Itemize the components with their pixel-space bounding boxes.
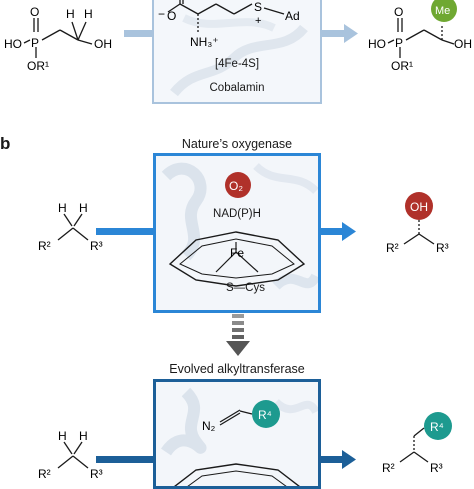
sulfur-atom: S: [254, 0, 262, 14]
alkyltransferase-box: N₂ R⁴: [153, 379, 321, 489]
substrate-hydrogen-a: H: [58, 201, 67, 215]
methyl-badge-label: Me: [435, 5, 450, 17]
evolution-arrow: [226, 314, 250, 356]
substrate-r3: R³: [90, 239, 103, 253]
bottom-substrate-hydrogen-a: H: [58, 429, 67, 443]
cysteine-ligand: S—Cys: [226, 282, 265, 294]
oxygenase-box: O₂ NAD(P)H Fe S—Cys: [153, 153, 321, 313]
bottom-arrow-in: [96, 456, 154, 463]
oxygenase-title: Nature’s oxygenase: [181, 137, 293, 151]
cofactor-label: Cobalamin: [209, 82, 265, 94]
alkyltransferase-title: Evolved alkyltransferase: [169, 362, 305, 376]
top-enzyme-watermark: [170, 14, 308, 97]
methyl-badge: [431, 0, 457, 22]
middle-arrow-out: [320, 222, 356, 241]
sulfonium-charge: +: [255, 15, 261, 27]
phosphoryl-oxygen: O: [30, 5, 39, 19]
carboxyl-oxygen: O: [167, 9, 176, 23]
middle-arrow-in: [96, 228, 154, 235]
product-phosphorus-atom: P: [395, 36, 403, 50]
porphyrin-heme: Fe: [168, 231, 306, 287]
product-r2: R²: [386, 241, 399, 255]
hydroxyl-badge-label: OH: [410, 200, 428, 214]
charge-minus: −: [158, 7, 165, 21]
amine-group: NH₃⁺: [190, 35, 219, 49]
bottom-substrate-hydrogen-b: H: [79, 429, 88, 443]
sam-structure: − O S + Ad NH₃⁺: [158, 0, 300, 49]
product-ester-label: OR¹: [391, 59, 413, 73]
phosphorus-atom: P: [31, 36, 39, 50]
carbene-badge-label: R⁴: [258, 408, 272, 422]
hydrogen-a: H: [66, 7, 75, 21]
diazo-prefix: N₂: [202, 419, 216, 433]
oxygen-badge: O₂: [225, 172, 251, 198]
top-enzyme-box: − O S + Ad NH₃⁺ [4Fe-4S] Cobalamin: [152, 0, 322, 104]
alkyl-badge: [424, 412, 452, 440]
top-arrow-out: [322, 24, 358, 43]
alcohol-label: OH: [94, 37, 112, 51]
nadph-label: NAD(P)H: [213, 208, 261, 220]
alkyl-badge-label: R⁴: [430, 420, 444, 434]
carbene-badge: [252, 400, 280, 428]
panel-label-b: b: [0, 134, 11, 153]
alkyltransferase-protein-watermark: [161, 387, 318, 456]
bottom-substrate-r2: R²: [38, 467, 51, 481]
middle-substrate: H H R² R³: [38, 201, 103, 253]
top-product-molecule: Me O HO P OR¹ OH: [368, 0, 472, 73]
bottom-porphyrin: [174, 463, 300, 486]
top-arrow-in: [124, 30, 154, 37]
product-alcohol-label: OH: [454, 37, 472, 51]
adenosyl-group: Ad: [285, 9, 300, 23]
iron-atom: Fe: [230, 246, 244, 260]
bottom-substrate-r3: R³: [90, 467, 103, 481]
bottom-product: R⁴ R² R³: [382, 412, 452, 474]
product-phosphoryl-oxygen: O: [394, 5, 403, 19]
substrate-r2: R²: [38, 239, 51, 253]
product-hydroxyl-label: HO: [368, 37, 386, 51]
oxygen-badge-label: O₂: [229, 179, 243, 193]
oxygenase-protein-watermark: [161, 162, 318, 290]
substrate-hydrogen-b: H: [79, 201, 88, 215]
bottom-product-r2: R²: [382, 461, 395, 474]
middle-product: OH R² R³: [386, 192, 449, 255]
bottom-arrow-out: [320, 450, 356, 469]
diazo-carbene: N₂ R⁴: [202, 400, 280, 433]
hydrogen-b: H: [84, 7, 93, 21]
bottom-product-r3: R³: [430, 461, 443, 474]
ester-label: OR¹: [27, 59, 49, 73]
top-substrate-molecule: O HO P OR¹ H H OH: [4, 5, 112, 73]
hydroxyl-label: HO: [4, 37, 22, 51]
cluster-label: [4Fe-4S]: [214, 58, 260, 70]
hydroxyl-badge: [405, 192, 433, 220]
product-r3: R³: [436, 241, 449, 255]
